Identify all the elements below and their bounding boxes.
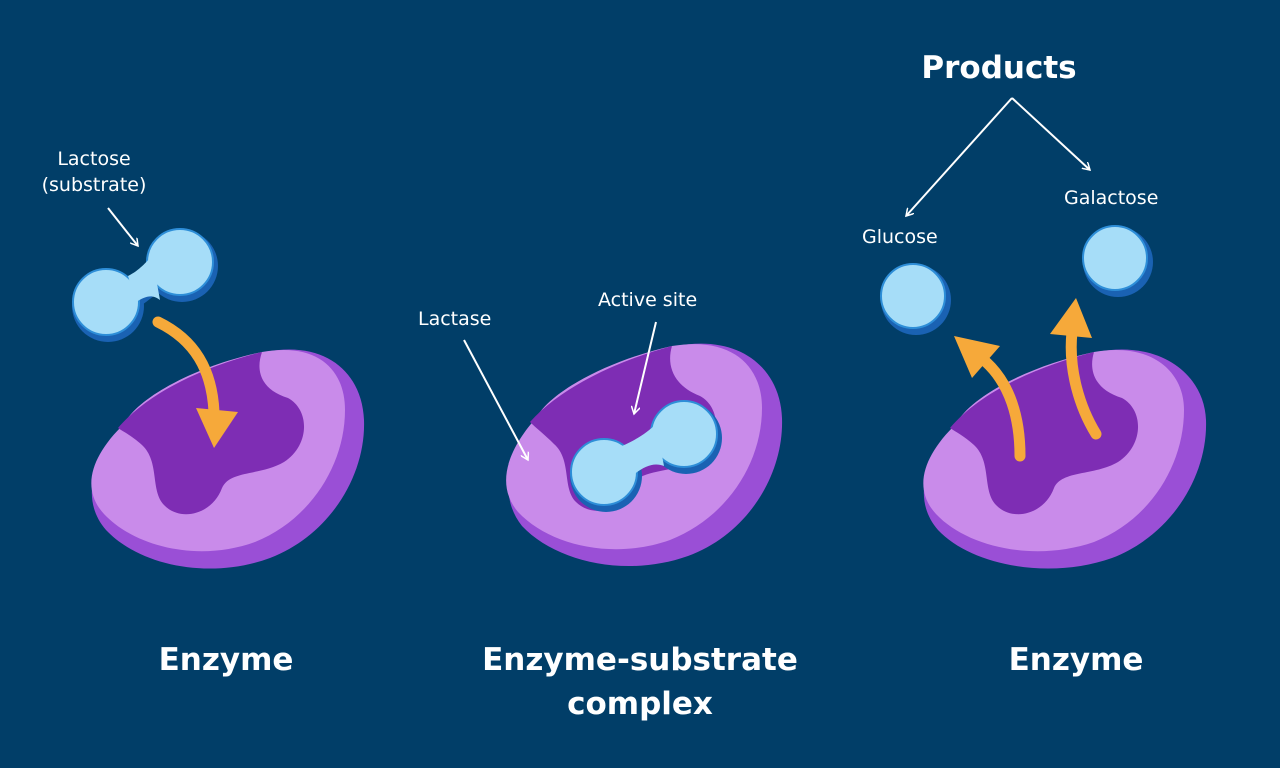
release-arrowhead-glucose: [954, 336, 1000, 378]
stage2-caption: Enzyme-substrate complex: [460, 638, 820, 726]
stage1-caption: Enzyme: [158, 642, 294, 678]
products-pointer-galactose: [1011, 97, 1090, 170]
stage2-caption-line2: complex: [567, 686, 713, 722]
stage-2-complex: [463, 321, 783, 567]
products-label: Products: [921, 50, 1077, 86]
lactose-label: Lactose (substrate): [30, 146, 158, 198]
stage-3-products: [880, 97, 1207, 569]
lactose-label-line1: Lactose: [57, 148, 131, 170]
binding-arrowhead: [196, 408, 238, 448]
release-arrow-galactose: [1065, 326, 1102, 440]
binding-arrow: [152, 316, 220, 418]
lactose-molecule: [72, 228, 218, 342]
active-site-pointer: [634, 321, 657, 414]
lactase-label: Lactase: [418, 308, 492, 330]
products-pointer-glucose: [906, 97, 1013, 216]
galactose-molecule: [1082, 225, 1153, 297]
stage3-caption: Enzyme: [1008, 642, 1144, 678]
glucose-label: Glucose: [862, 226, 938, 248]
galactose-label: Galactose: [1064, 187, 1159, 209]
bound-lactose-molecule: [570, 400, 722, 512]
lactose-pointer: [107, 207, 138, 246]
lactase-pointer: [463, 339, 528, 460]
active-site-pocket: [950, 352, 1139, 515]
active-site-label: Active site: [598, 289, 698, 311]
lactose-label-line2: (substrate): [41, 174, 147, 196]
release-arrowhead-galactose: [1050, 298, 1092, 338]
stage-1-enzyme: [72, 207, 365, 569]
stage2-caption-line1: Enzyme-substrate: [482, 642, 798, 678]
glucose-molecule: [880, 263, 951, 335]
release-arrow-glucose: [980, 356, 1026, 462]
